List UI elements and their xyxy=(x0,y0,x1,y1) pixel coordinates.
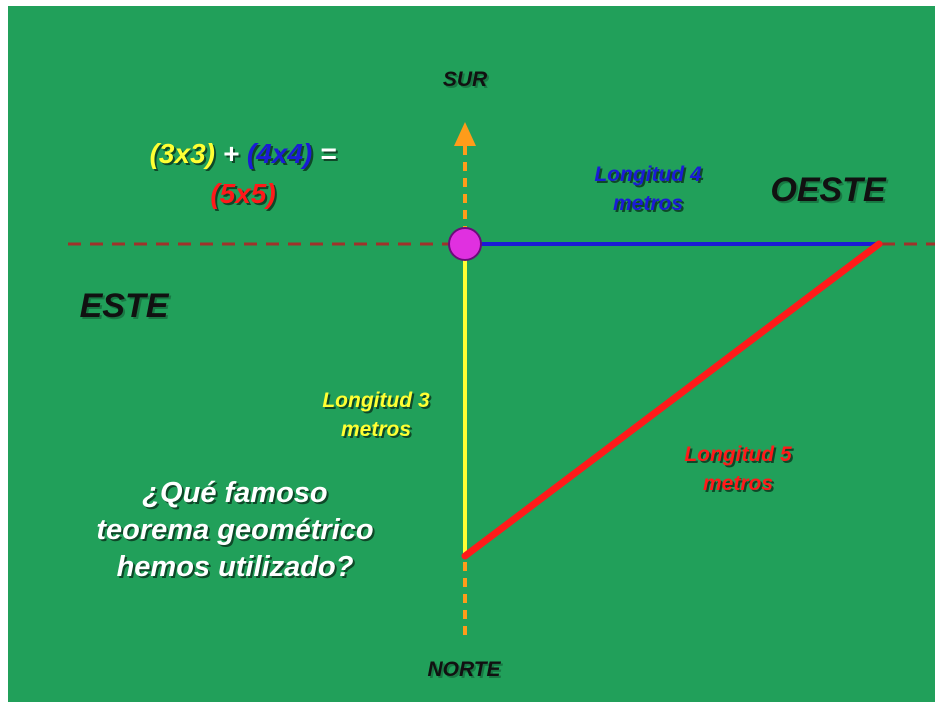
label-side-4-line-2: metros xyxy=(612,192,684,215)
label-side-4-line-1: Longitud 4 xyxy=(594,163,702,186)
question-line-1: ¿Qué famoso xyxy=(142,477,328,509)
label-side-5: Longitud 5 metros xyxy=(663,440,813,498)
label-side-5-line-2: metros xyxy=(702,472,774,495)
label-side-3: Longitud 3 metros xyxy=(301,386,451,444)
equation-part-3x3: (3x3) xyxy=(149,138,215,169)
label-norte: NORTE xyxy=(427,658,501,681)
question-text: ¿Qué famoso teorema geométrico hemos uti… xyxy=(60,475,410,586)
south-arrow-head xyxy=(454,122,476,146)
slide-canvas: SUR NORTE ESTE OESTE (3x3) + (4x4) = (5x… xyxy=(8,6,935,702)
equation-part-4x4: (4x4) xyxy=(246,138,313,169)
triangle-diagram xyxy=(68,122,935,638)
label-este: ESTE xyxy=(79,287,169,325)
label-oeste: OESTE xyxy=(770,171,886,209)
equation-result: (5x5) xyxy=(210,178,276,209)
label-side-5-line-1: Longitud 5 xyxy=(684,443,792,466)
side-length-5 xyxy=(461,240,883,560)
question-line-3: hemos utilizado? xyxy=(116,551,354,583)
origin-point xyxy=(448,227,482,261)
label-side-3-line-2: metros xyxy=(340,418,412,441)
equation-plus: + xyxy=(222,138,240,169)
label-side-3-line-1: Longitud 3 xyxy=(322,389,430,412)
label-side-4: Longitud 4 metros xyxy=(573,160,723,218)
label-sur: SUR xyxy=(442,68,488,91)
question-line-2: teorema geométrico xyxy=(96,514,374,546)
equation-line-1: (3x3) + (4x4) = xyxy=(118,138,368,170)
equation-equals: = xyxy=(320,138,337,169)
